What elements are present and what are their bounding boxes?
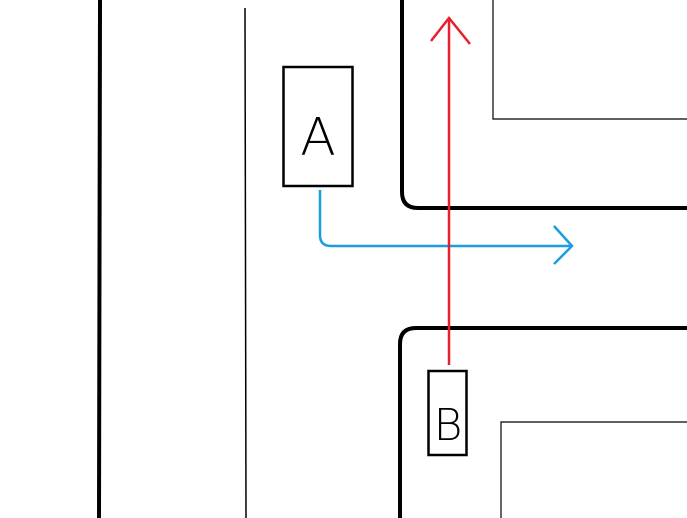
upper-right-curb	[400, 0, 687, 210]
lower-right-curb	[398, 326, 687, 518]
vehicle-a: A	[282, 65, 354, 188]
path-a-arrowhead	[553, 225, 574, 265]
path-a-arrow	[318, 190, 574, 265]
vehicle-b-box	[427, 369, 468, 457]
lane-divider-line	[244, 7, 247, 518]
path-b-arrow	[430, 15, 471, 365]
lower-right-inner-line	[500, 421, 687, 518]
vehicle-a-box	[282, 65, 354, 188]
path-a-line	[318, 190, 572, 248]
upper-right-inner-line	[492, 0, 687, 120]
vehicle-b-label: B	[434, 400, 463, 451]
left-road-edge	[97, 0, 102, 518]
vehicle-b: B	[427, 369, 468, 457]
path-b-arrowhead	[430, 15, 471, 45]
vehicle-a-label: A	[300, 108, 336, 168]
